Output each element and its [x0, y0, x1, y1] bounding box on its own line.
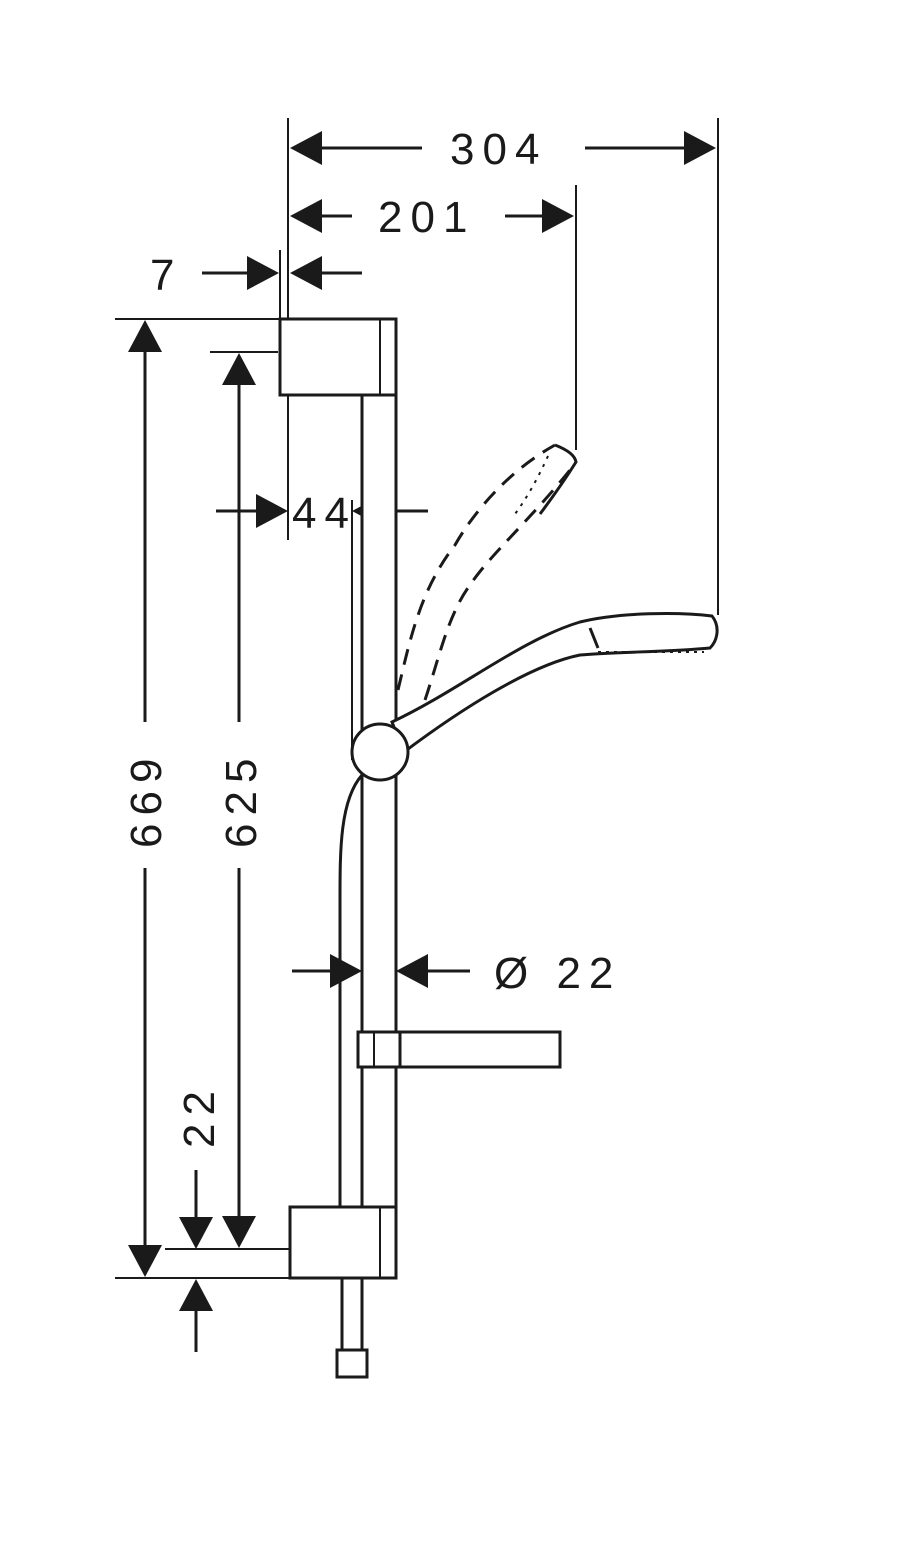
dimension-304: 304	[290, 125, 716, 174]
dimension-label-625: 625	[217, 751, 266, 848]
arrow-left-icon	[396, 954, 428, 988]
dimension-label-304: 304	[450, 125, 547, 174]
soap-dish	[356, 1030, 562, 1069]
arrow-right-icon	[684, 131, 716, 165]
dimension-label-7: 7	[150, 251, 182, 300]
dimension-669: 669	[122, 320, 171, 1277]
bottom-wall-bracket	[288, 1205, 398, 1280]
extension-lines	[115, 118, 719, 1279]
handshower	[390, 612, 719, 755]
shower-hose	[338, 774, 364, 1210]
arrow-down-icon	[179, 1217, 213, 1249]
arrow-down-icon	[222, 1216, 256, 1248]
dimension-22-bottom: 22	[175, 1083, 224, 1352]
dimension-label-201: 201	[378, 193, 475, 242]
dimension-label-44: 44	[292, 489, 357, 538]
shower-rail	[360, 393, 398, 1209]
arrow-right-icon	[542, 199, 574, 233]
arrow-right-icon	[256, 494, 288, 528]
handshower-tilted-outline	[396, 443, 578, 701]
dimension-7: 7	[150, 251, 362, 300]
dimension-diameter-22: Ø 22	[292, 949, 621, 998]
arrow-left-icon	[290, 131, 322, 165]
arrow-left-icon	[290, 256, 322, 290]
dimension-label-669: 669	[122, 751, 171, 848]
arrow-left-icon	[290, 199, 322, 233]
handshower-holder-slider	[350, 722, 410, 782]
arrow-up-icon	[179, 1279, 213, 1311]
dimension-label-22: 22	[175, 1083, 224, 1148]
dimension-201: 201	[290, 193, 574, 242]
top-wall-bracket	[278, 317, 398, 397]
arrow-up-icon	[222, 353, 256, 385]
dimension-625: 625	[217, 353, 266, 1248]
arrow-up-icon	[128, 320, 162, 352]
dimension-label-diameter: Ø 22	[494, 949, 621, 998]
arrow-down-icon	[128, 1245, 162, 1277]
arrow-right-icon	[330, 954, 362, 988]
arrow-right-icon	[247, 256, 279, 290]
hose-connector	[335, 1278, 369, 1379]
